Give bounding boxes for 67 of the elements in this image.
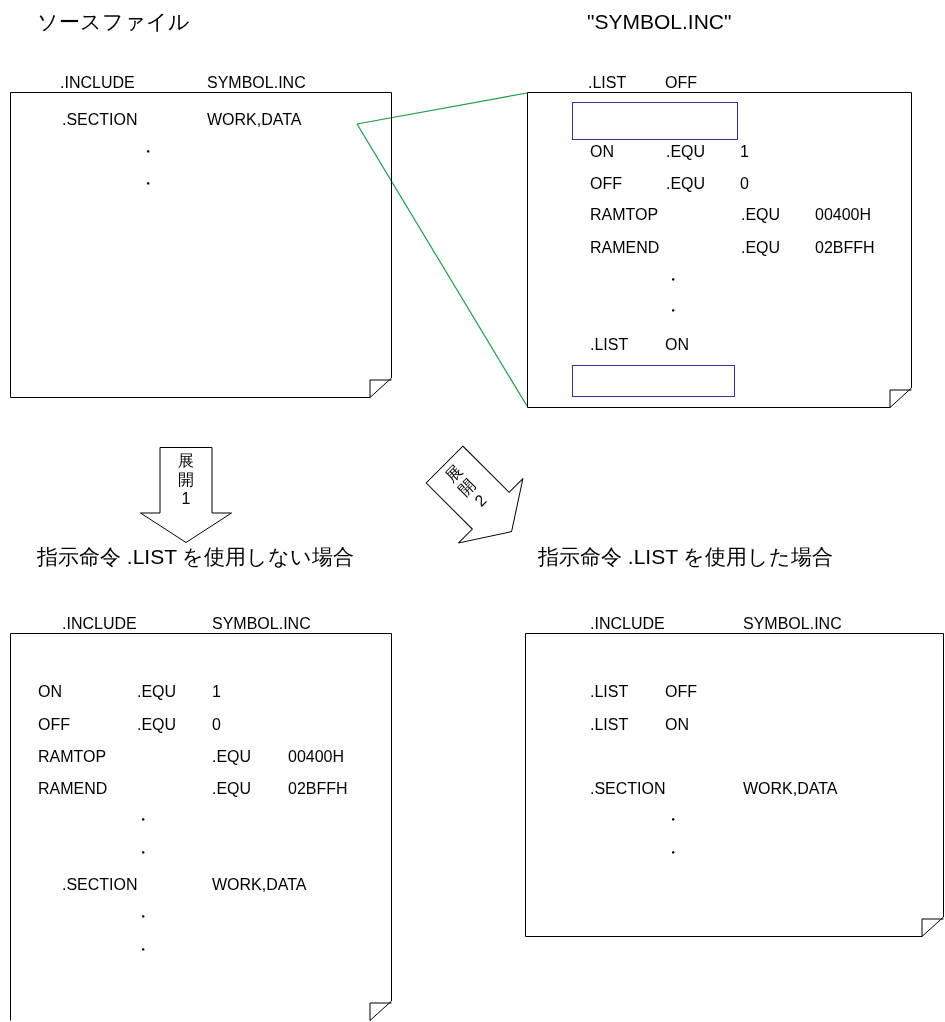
code-text: .EQU [741,239,781,257]
code-text: .LIST [588,74,627,92]
code-text: WORK,DATA [743,780,838,798]
code-text: 00400H [815,206,872,224]
code-text: SYMBOL.INC [207,74,306,92]
code-text: ・ [135,844,151,862]
code-text: ・ [665,302,681,320]
document-page [525,544,944,937]
arrow-label: 展開1 [177,451,195,508]
code-text: .INCLUDE [60,74,135,92]
code-text: OFF [665,683,697,701]
code-text: .LIST [590,716,629,734]
callout-line [356,92,528,125]
code-text: OFF [38,716,70,734]
code-text: ON [665,716,689,734]
code-text: .EQU [741,206,781,224]
document-page [10,544,392,1021]
arrow-label: 展開2 [440,460,491,512]
file-heading: "SYMBOL.INC" [587,9,732,35]
code-text: ・ [135,811,151,829]
code-text: .EQU [666,143,706,161]
code-text: RAMEND [590,239,660,257]
code-text: .LIST [590,336,629,354]
code-text: ・ [665,811,681,829]
code-text: 1 [212,683,221,701]
code-text: .INCLUDE [590,615,665,633]
code-text: .EQU [212,748,252,766]
file-heading: ソースファイル [37,9,190,35]
code-text: WORK,DATA [212,876,307,894]
code-text: ・ [135,941,151,959]
code-text: 1 [740,143,749,161]
highlight-box [572,365,735,397]
code-text: 0 [212,716,221,734]
code-text: SYMBOL.INC [743,615,842,633]
code-text: .SECTION [590,780,666,798]
code-text: .EQU [666,175,706,193]
code-text: 02BFFH [288,780,348,798]
code-text: ・ [140,143,156,161]
code-text: .INCLUDE [62,615,137,633]
highlight-box [572,102,738,140]
code-text: .SECTION [62,111,138,129]
code-text: OFF [665,74,697,92]
code-text: ON [665,336,689,354]
code-text: RAMTOP [590,206,659,224]
block-arrow [140,447,232,543]
code-text: .LIST [590,683,629,701]
code-text: 02BFFH [815,239,875,257]
code-text: .EQU [137,716,177,734]
callout-line [356,123,528,407]
code-text: ・ [665,271,681,289]
code-text: ・ [140,175,156,193]
code-text: RAMTOP [38,748,107,766]
code-text: OFF [590,175,622,193]
file-heading: 指示命令 .LIST を使用しない場合 [37,544,355,570]
code-text: ON [38,683,62,701]
code-text: .EQU [137,683,177,701]
code-text: RAMEND [38,780,108,798]
file-heading: 指示命令 .LIST を使用した場合 [538,544,834,570]
code-text: 0 [740,175,749,193]
code-text: .SECTION [62,876,138,894]
code-text: ON [590,143,614,161]
code-text: ・ [135,908,151,926]
code-text: ・ [665,844,681,862]
code-text: WORK,DATA [207,111,302,129]
code-text: 00400H [288,748,345,766]
code-text: SYMBOL.INC [212,615,311,633]
code-text: .EQU [212,780,252,798]
